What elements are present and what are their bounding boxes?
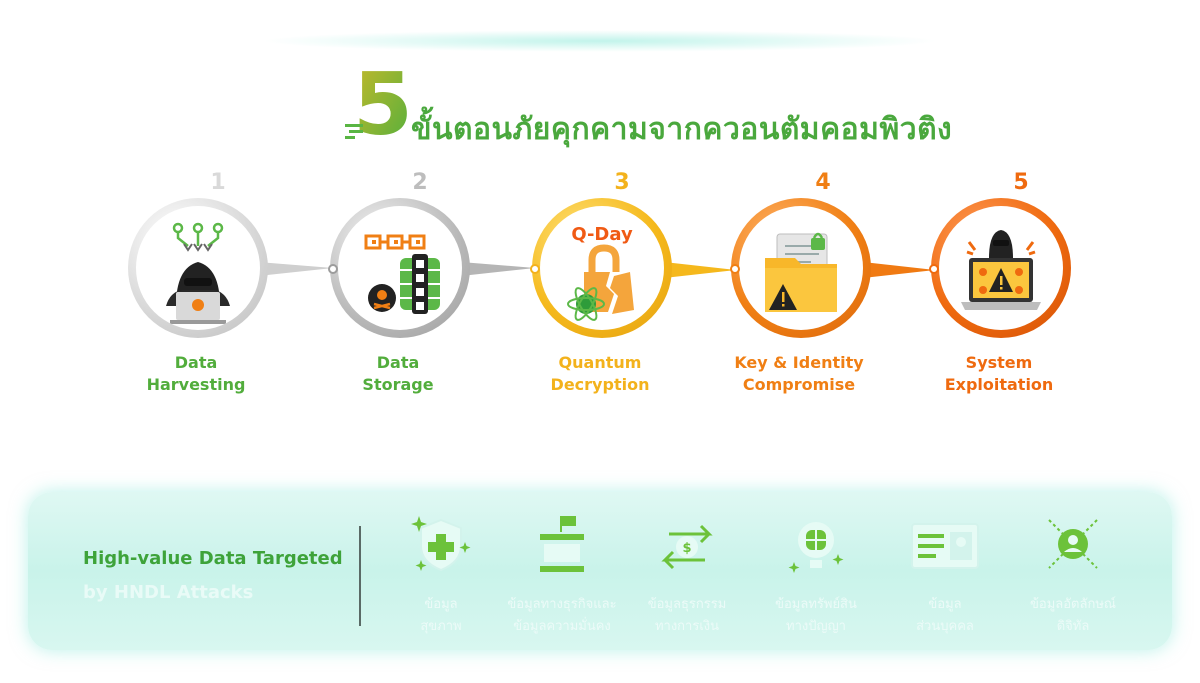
connector-dot — [530, 264, 540, 274]
step-number-3: 3 — [614, 170, 630, 195]
step-number-4: 4 — [815, 170, 831, 195]
target-ip: ข้อมูลทรัพย์สินทางปัญญา — [741, 514, 891, 638]
digital-identity-icon — [1048, 519, 1098, 569]
broken-lock-icon: Q-Day — [567, 224, 634, 321]
target-digital-identity: ข้อมูลอัตลักษณ์ดิจิทัล — [998, 514, 1148, 638]
step-5-circle — [931, 198, 1071, 338]
connector-dot — [328, 264, 338, 274]
step-3-circle: Q-Day — [532, 198, 672, 338]
step-number-1: 1 — [210, 170, 226, 195]
page-title: 5 ขั้นตอนภัยคุกคามจากควอนตัมคอมพิวติง — [345, 62, 952, 147]
step-number-5: 5 — [1013, 170, 1029, 195]
svg-text:5: 5 — [353, 62, 413, 142]
personal-id-card-icon — [911, 523, 979, 569]
warning-folder-icon — [765, 232, 837, 312]
connector-dot — [929, 264, 939, 274]
hacker-laptop-icon — [166, 222, 230, 324]
five-graphic: 5 — [345, 62, 413, 142]
financial-transfer-icon: $ — [661, 524, 713, 570]
step-number-2: 2 — [412, 170, 428, 195]
panel-title: High-value Data Targeted by HNDL Attacks — [83, 542, 343, 610]
step-4-circle — [731, 198, 871, 338]
step-2-circle — [330, 198, 470, 338]
connector-dot — [730, 264, 740, 274]
hacked-laptop-icon — [961, 230, 1041, 310]
panel-divider — [359, 526, 361, 626]
svg-text:$: $ — [682, 541, 691, 556]
target-business: ข้อมูลทางธุรกิจและข้อมูลความมั่นคง — [487, 514, 637, 638]
government-building-icon — [540, 516, 584, 572]
q-day-badge: Q-Day — [571, 224, 633, 245]
health-shield-icon — [411, 516, 471, 572]
title-text: ขั้นตอนภัยคุกคามจากควอนตัมคอมพิวติง — [411, 112, 953, 147]
targets-panel: High-value Data Targeted by HNDL Attacks… — [28, 492, 1172, 650]
intellectual-property-icon — [788, 522, 844, 573]
panel-subtitle: by HNDL Attacks — [83, 582, 254, 603]
top-glow — [260, 30, 940, 52]
database-server-icon — [364, 234, 440, 314]
target-health: ข้อมูลสุขภาพ — [366, 514, 516, 638]
target-financial: $ ข้อมูลธุรกรรมทางการเงิน — [612, 514, 762, 638]
target-personal: ข้อมูลส่วนบุคคล — [870, 514, 1020, 638]
step-1-circle — [128, 198, 268, 338]
